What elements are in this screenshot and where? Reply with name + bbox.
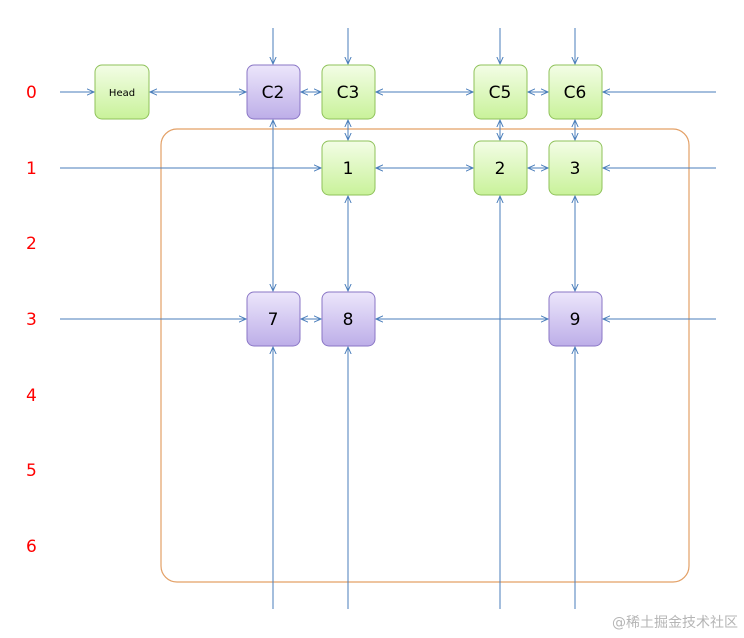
nodes: Head C2 C3 C5 C6 1 2 3 <box>94 64 603 347</box>
node-c6: C6 <box>548 64 603 120</box>
node-c3-label: C3 <box>337 83 360 103</box>
node-c5-label: C5 <box>489 83 512 103</box>
node-9: 9 <box>548 291 603 347</box>
node-1-label: 1 <box>343 159 354 179</box>
row-label-0: 0 <box>26 83 37 103</box>
node-7-label: 7 <box>268 310 279 330</box>
node-head-label: Head <box>109 88 135 99</box>
row-label-1: 1 <box>26 159 37 179</box>
row-label-6: 6 <box>26 537 37 557</box>
row-label-4: 4 <box>26 386 37 406</box>
node-2-label: 2 <box>495 159 506 179</box>
node-8: 8 <box>321 291 376 347</box>
watermark: @稀土掘金技术社区 <box>612 615 738 631</box>
node-c3: C3 <box>321 64 376 120</box>
row-label-2: 2 <box>26 234 37 254</box>
node-c2: C2 <box>246 64 301 120</box>
node-c6-label: C6 <box>564 83 587 103</box>
selected-rows-region <box>160 128 690 583</box>
node-7: 7 <box>246 291 301 347</box>
row-label-3: 3 <box>26 310 37 330</box>
row-label-5: 5 <box>26 461 37 481</box>
row-labels: 0 1 2 3 4 5 6 <box>26 83 37 557</box>
node-1: 1 <box>321 140 376 196</box>
node-2: 2 <box>473 140 528 196</box>
node-head: Head <box>94 64 150 120</box>
links <box>60 28 716 609</box>
node-8-label: 8 <box>343 310 354 330</box>
node-3: 3 <box>548 140 603 196</box>
node-3-label: 3 <box>570 159 581 179</box>
node-9-label: 9 <box>570 310 581 330</box>
node-c2-label: C2 <box>262 83 285 103</box>
node-c5: C5 <box>473 64 528 120</box>
